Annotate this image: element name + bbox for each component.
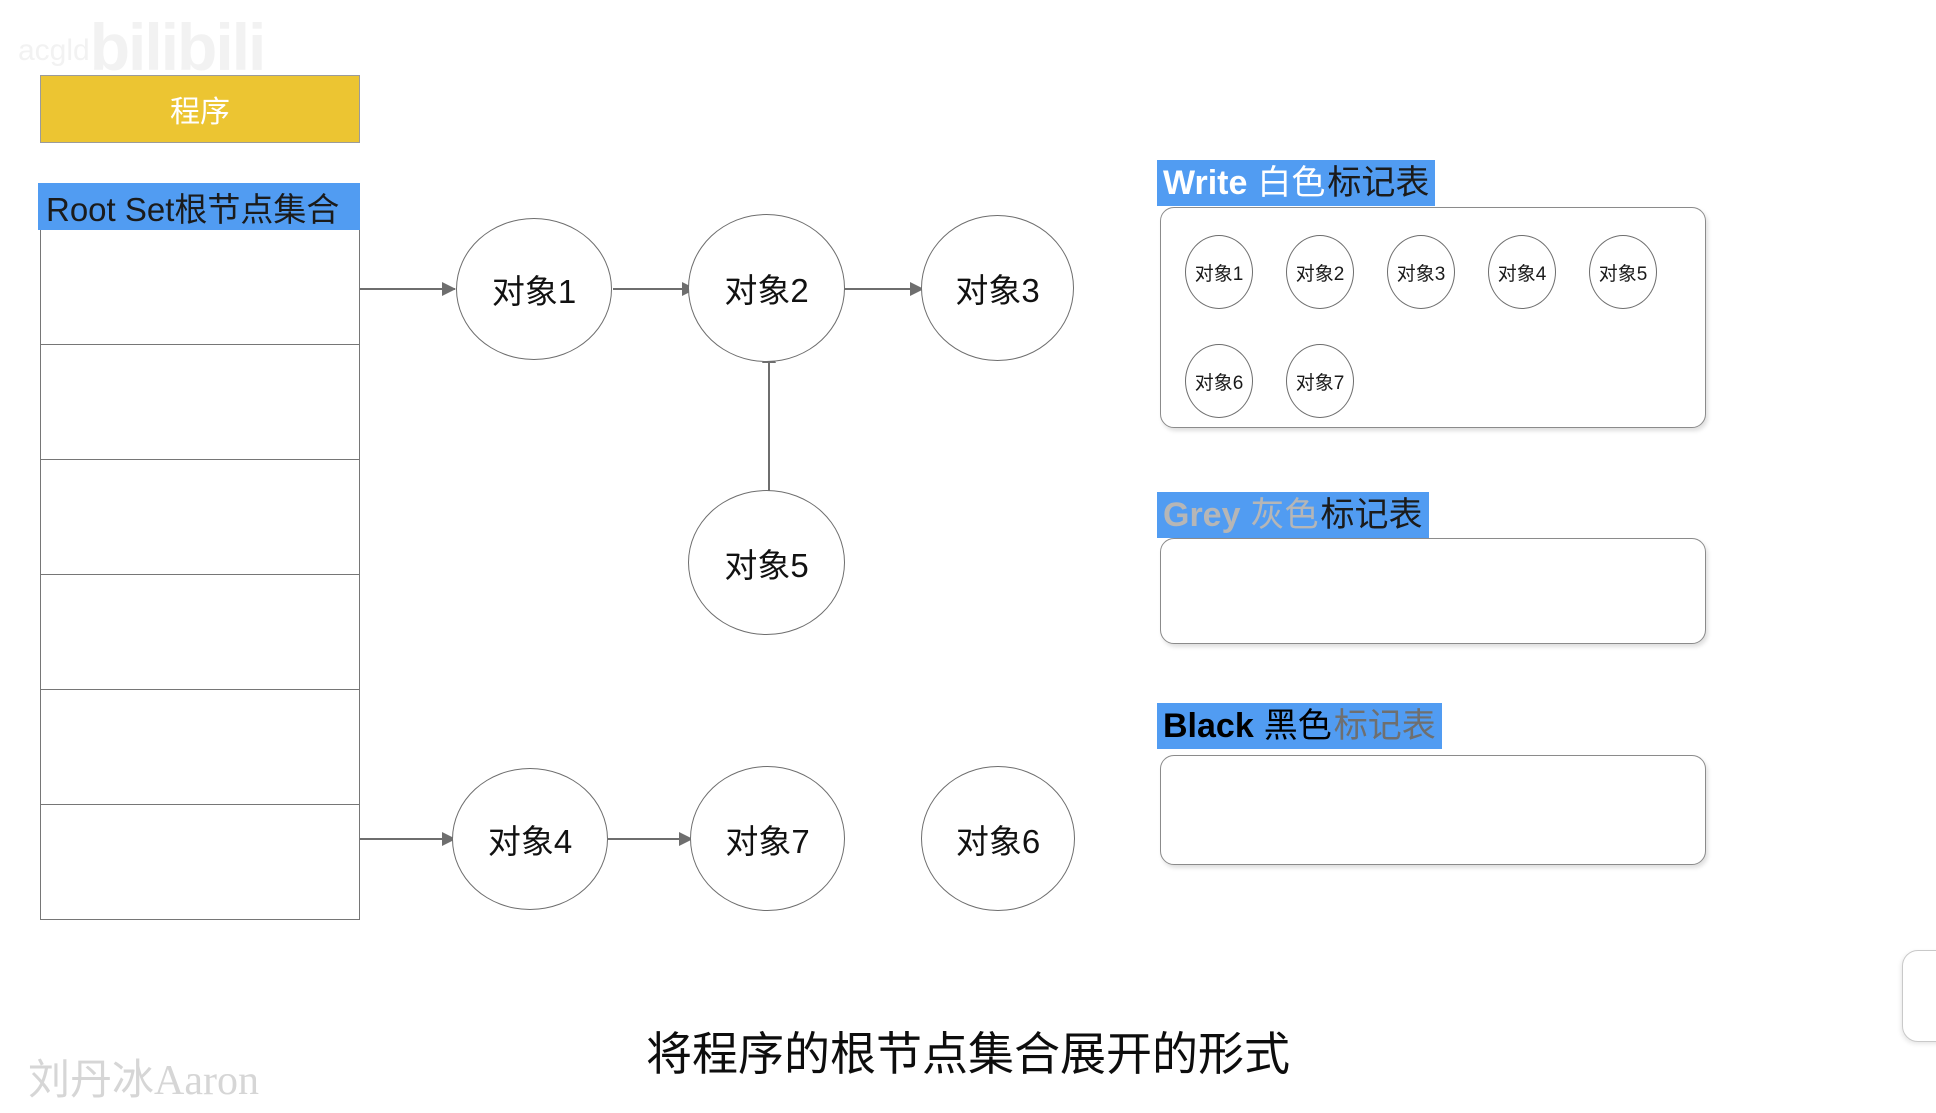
white-marker-chip-label: 对象6 [1194, 372, 1244, 394]
graph-node-label: 对象5 [724, 546, 809, 584]
white-marker-table-box: 对象1 对象2 对象3 对象4 对象5 对象6 对象7 [1160, 207, 1706, 428]
grey-marker-table-box [1160, 538, 1706, 644]
root-set-row [41, 230, 359, 345]
white-marker-en-label: Write [1163, 164, 1248, 202]
grey-marker-en-label: Grey [1163, 496, 1241, 534]
graph-node-obj4[interactable]: 对象4 [452, 768, 608, 910]
black-marker-color-label: 黑色 [1263, 707, 1332, 745]
root-set-row [41, 575, 359, 690]
white-marker-chip[interactable]: 对象4 [1488, 235, 1556, 309]
graph-node-label: 对象3 [955, 272, 1040, 309]
white-marker-suffix-label: 标记表 [1327, 164, 1430, 202]
arrow-rootset-to-obj4 [360, 832, 456, 846]
root-set-header: Root Set根节点集合 [38, 183, 360, 230]
grey-marker-color-label: 灰色 [1250, 496, 1319, 534]
white-marker-chip-label: 对象2 [1295, 263, 1345, 285]
graph-node-label: 对象1 [491, 273, 577, 310]
white-marker-chip-label: 对象4 [1497, 263, 1547, 285]
graph-node-obj2[interactable]: 对象2 [688, 214, 845, 362]
white-marker-chip[interactable]: 对象1 [1185, 235, 1253, 309]
root-set-table [40, 230, 360, 920]
author-signature-watermark: 刘丹冰Aaron [28, 1058, 259, 1104]
graph-node-obj7[interactable]: 对象7 [690, 766, 845, 911]
black-marker-table-box [1160, 755, 1706, 865]
root-set-header-label: Root Set根节点集合 [46, 190, 340, 228]
graph-node-obj3[interactable]: 对象3 [921, 215, 1074, 361]
graph-node-label: 对象2 [724, 272, 809, 309]
graph-node-obj5[interactable]: 对象5 [688, 490, 845, 635]
graph-node-label: 对象4 [487, 823, 573, 860]
bilibili-watermark-small: acgld [18, 34, 90, 67]
arrow-obj1-to-obj2 [613, 282, 696, 296]
program-box: 程序 [40, 75, 360, 143]
root-set-row [41, 690, 359, 805]
black-marker-suffix-label: 标记表 [1333, 707, 1436, 745]
diagram-caption: 将程序的根节点集合展开的形式 [646, 1028, 1290, 1080]
bilibili-watermark: acgldbilibili [18, 8, 308, 86]
white-marker-chip[interactable]: 对象5 [1589, 235, 1657, 309]
arrow-obj4-to-obj7 [608, 832, 693, 846]
white-marker-chip[interactable]: 对象6 [1185, 344, 1253, 418]
black-marker-en-label: Black [1163, 707, 1254, 745]
white-marker-chip-label: 对象1 [1194, 263, 1244, 285]
white-marker-chip-label: 对象7 [1295, 372, 1345, 394]
white-marker-chip[interactable]: 对象7 [1286, 344, 1354, 418]
root-set-row [41, 345, 359, 460]
white-marker-chip[interactable]: 对象2 [1286, 235, 1354, 309]
graph-node-obj6[interactable]: 对象6 [921, 766, 1075, 911]
arrow-obj2-to-obj3 [843, 282, 924, 296]
graph-node-obj1[interactable]: 对象1 [456, 218, 612, 360]
arrow-rootset-to-obj1 [360, 282, 456, 296]
white-marker-chip-label: 对象3 [1396, 263, 1446, 285]
program-label: 程序 [170, 96, 230, 129]
graph-node-label: 对象7 [725, 822, 810, 860]
bilibili-watermark-main: bilibili [89, 10, 267, 84]
graph-node-label: 对象6 [955, 822, 1041, 860]
root-set-row [41, 805, 359, 920]
white-marker-chip[interactable]: 对象3 [1387, 235, 1455, 309]
white-marker-chip-label: 对象5 [1598, 263, 1648, 285]
grey-marker-suffix-label: 标记表 [1320, 496, 1423, 534]
white-marker-color-label: 白色 [1257, 164, 1326, 202]
offscreen-panel-fragment [1902, 950, 1936, 1042]
root-set-row [41, 460, 359, 575]
